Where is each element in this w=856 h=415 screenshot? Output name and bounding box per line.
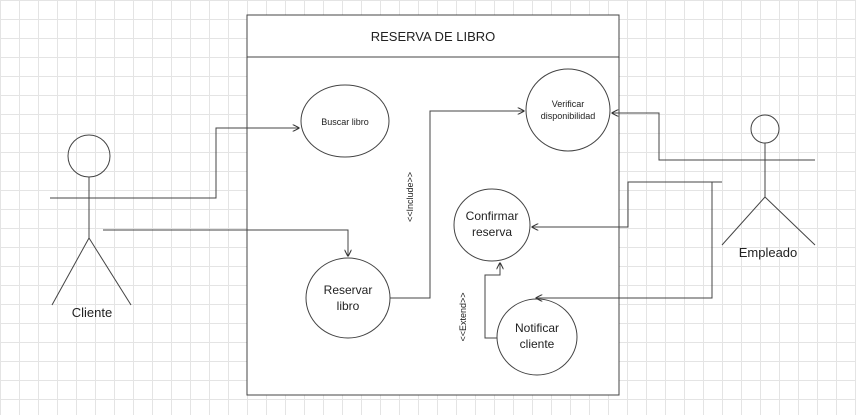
use-case-buscar-libro[interactable]: Buscar libro (300, 84, 390, 158)
connector-empleado-notificar (536, 182, 713, 298)
include-label: <<Include>> (405, 172, 415, 222)
use-case-confirmar-reserva-line1: Confirmar (466, 209, 519, 223)
actor-empleado-label: Empleado (739, 245, 798, 260)
use-case-confirmar-reserva-line2: reserva (472, 225, 512, 239)
use-case-confirmar-reserva[interactable]: Confirmar reserva (453, 188, 531, 262)
actor-empleado-leg-left (721, 196, 766, 246)
use-case-reservar-libro[interactable]: Reservar libro (305, 257, 391, 339)
actor-cliente-head (67, 134, 111, 178)
use-case-reservar-libro-line1: Reservar (324, 283, 373, 297)
use-case-verificar-disponibilidad-line2: disponibilidad (541, 111, 596, 121)
extend-label: <<Extend>> (458, 292, 468, 341)
use-case-verificar-disponibilidad-line1: Verificar (552, 99, 585, 109)
actor-empleado (721, 114, 816, 246)
actor-cliente (50, 134, 134, 306)
actor-cliente-label: Cliente (72, 305, 112, 320)
connector-empleado-verificar (612, 113, 815, 161)
use-case-notificar-cliente-line2: cliente (520, 337, 555, 351)
actor-cliente-leg-right (88, 237, 132, 306)
connector-cliente-buscar-libro (134, 128, 299, 199)
use-case-verificar-disponibilidad[interactable]: Verificar disponibilidad (525, 68, 611, 152)
connector-extend-notificar-confirmar (484, 263, 500, 339)
connector-cliente-reservar-libro (103, 229, 348, 256)
use-case-reservar-libro-line2: libro (337, 299, 360, 313)
actor-empleado-leg-right (764, 196, 816, 246)
use-case-buscar-libro-label: Buscar libro (321, 117, 369, 127)
actor-cliente-leg-left (51, 237, 90, 306)
system-title: RESERVA DE LIBRO (371, 29, 496, 44)
actor-empleado-head (750, 114, 780, 144)
use-case-notificar-cliente[interactable]: Notificar cliente (496, 298, 578, 376)
use-case-notificar-cliente-line1: Notificar (515, 321, 559, 335)
connector-include-reservar-verificar (390, 111, 524, 299)
connector-empleado-confirmar (532, 181, 722, 227)
